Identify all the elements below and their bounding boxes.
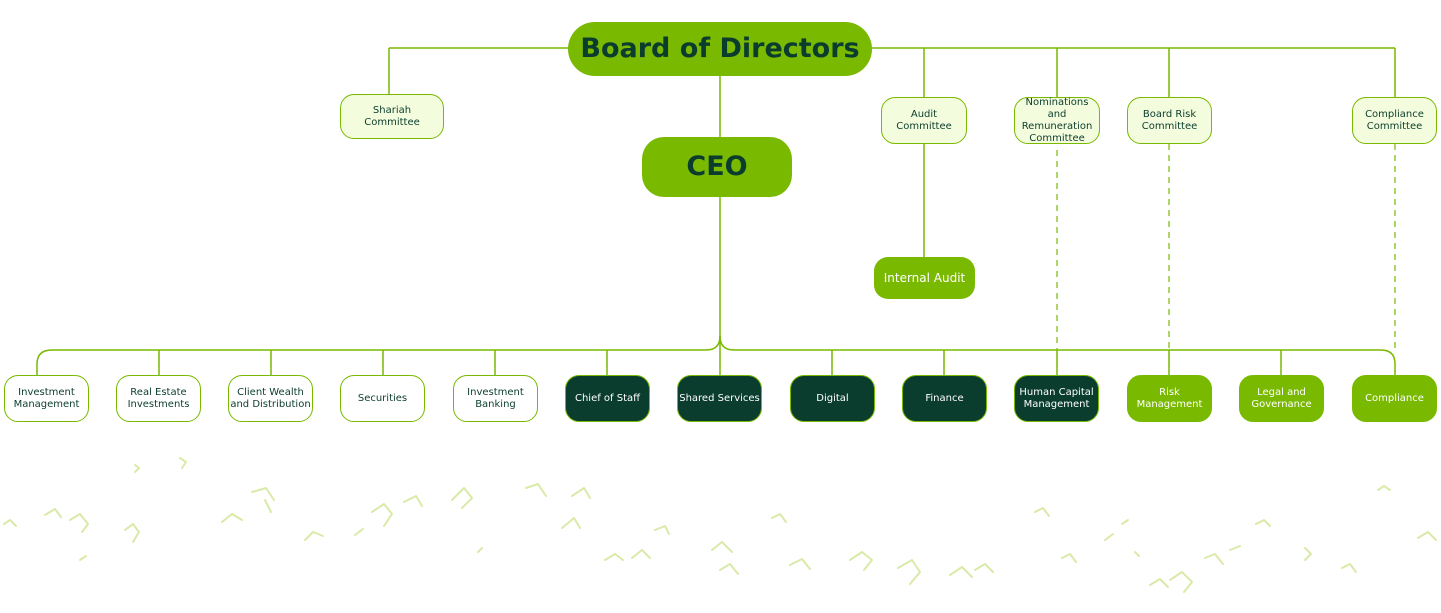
dept-investment-banking: Investment Banking xyxy=(453,375,538,422)
dept-chief-of-staff: Chief of Staff xyxy=(565,375,650,422)
dept-finance: Finance xyxy=(902,375,987,422)
shariah-committee-label: Shariah Committee xyxy=(364,104,420,128)
dept-label: Digital xyxy=(816,392,849,404)
dept-compliance: Compliance xyxy=(1352,375,1437,422)
dept-label: Investment Management xyxy=(13,386,80,410)
compliance-committee-label: Compliance Committee xyxy=(1365,108,1424,132)
dept-investment-management: Investment Management xyxy=(4,375,89,422)
dept-label: Human Capital Management xyxy=(1019,386,1094,410)
nominations-committee-node: Nominations and Remuneration Committee xyxy=(1014,97,1100,144)
board-risk-committee-label: Board Risk Committee xyxy=(1141,108,1198,132)
dept-label: Real Estate Investments xyxy=(127,386,190,410)
dept-securities: Securities xyxy=(340,375,425,422)
dept-label: Legal and Governance xyxy=(1251,386,1312,410)
internal-audit-node: Internal Audit xyxy=(874,257,975,299)
dept-label: Finance xyxy=(925,392,964,404)
audit-committee-label: Audit Committee xyxy=(896,108,952,132)
dept-label: Compliance xyxy=(1365,392,1424,404)
dept-human-capital: Human Capital Management xyxy=(1014,375,1099,422)
dept-digital: Digital xyxy=(790,375,875,422)
internal-audit-label: Internal Audit xyxy=(883,270,966,285)
dept-label: Investment Banking xyxy=(467,386,524,410)
dept-legal-governance: Legal and Governance xyxy=(1239,375,1324,422)
ceo-left-branch xyxy=(36,335,721,375)
board-risk-committee-node: Board Risk Committee xyxy=(1127,97,1212,144)
board-of-directors-node: Board of Directors xyxy=(568,22,872,76)
dept-label: Chief of Staff xyxy=(574,392,641,404)
dept-label: Risk Management xyxy=(1136,386,1203,410)
ceo-right-branch xyxy=(719,335,1396,375)
board-label: Board of Directors xyxy=(580,32,860,64)
dept-real-estate-investments: Real Estate Investments xyxy=(116,375,201,422)
dept-label: Securities xyxy=(357,392,408,404)
dept-client-wealth: Client Wealth and Distribution xyxy=(228,375,313,422)
connector-lines xyxy=(36,47,1396,375)
audit-committee-node: Audit Committee xyxy=(881,97,967,144)
compliance-committee-node: Compliance Committee xyxy=(1352,97,1437,144)
dept-label: Shared Services xyxy=(679,392,760,404)
dept-risk-management: Risk Management xyxy=(1127,375,1212,422)
shariah-committee-node: Shariah Committee xyxy=(340,94,444,139)
decorative-chevron-pattern xyxy=(3,457,1437,593)
dept-label: Client Wealth and Distribution xyxy=(230,386,311,410)
nominations-committee-label: Nominations and Remuneration Committee xyxy=(1021,96,1093,144)
ceo-label: CEO xyxy=(686,150,748,182)
ceo-node: CEO xyxy=(642,137,792,197)
dept-shared-services: Shared Services xyxy=(677,375,762,422)
